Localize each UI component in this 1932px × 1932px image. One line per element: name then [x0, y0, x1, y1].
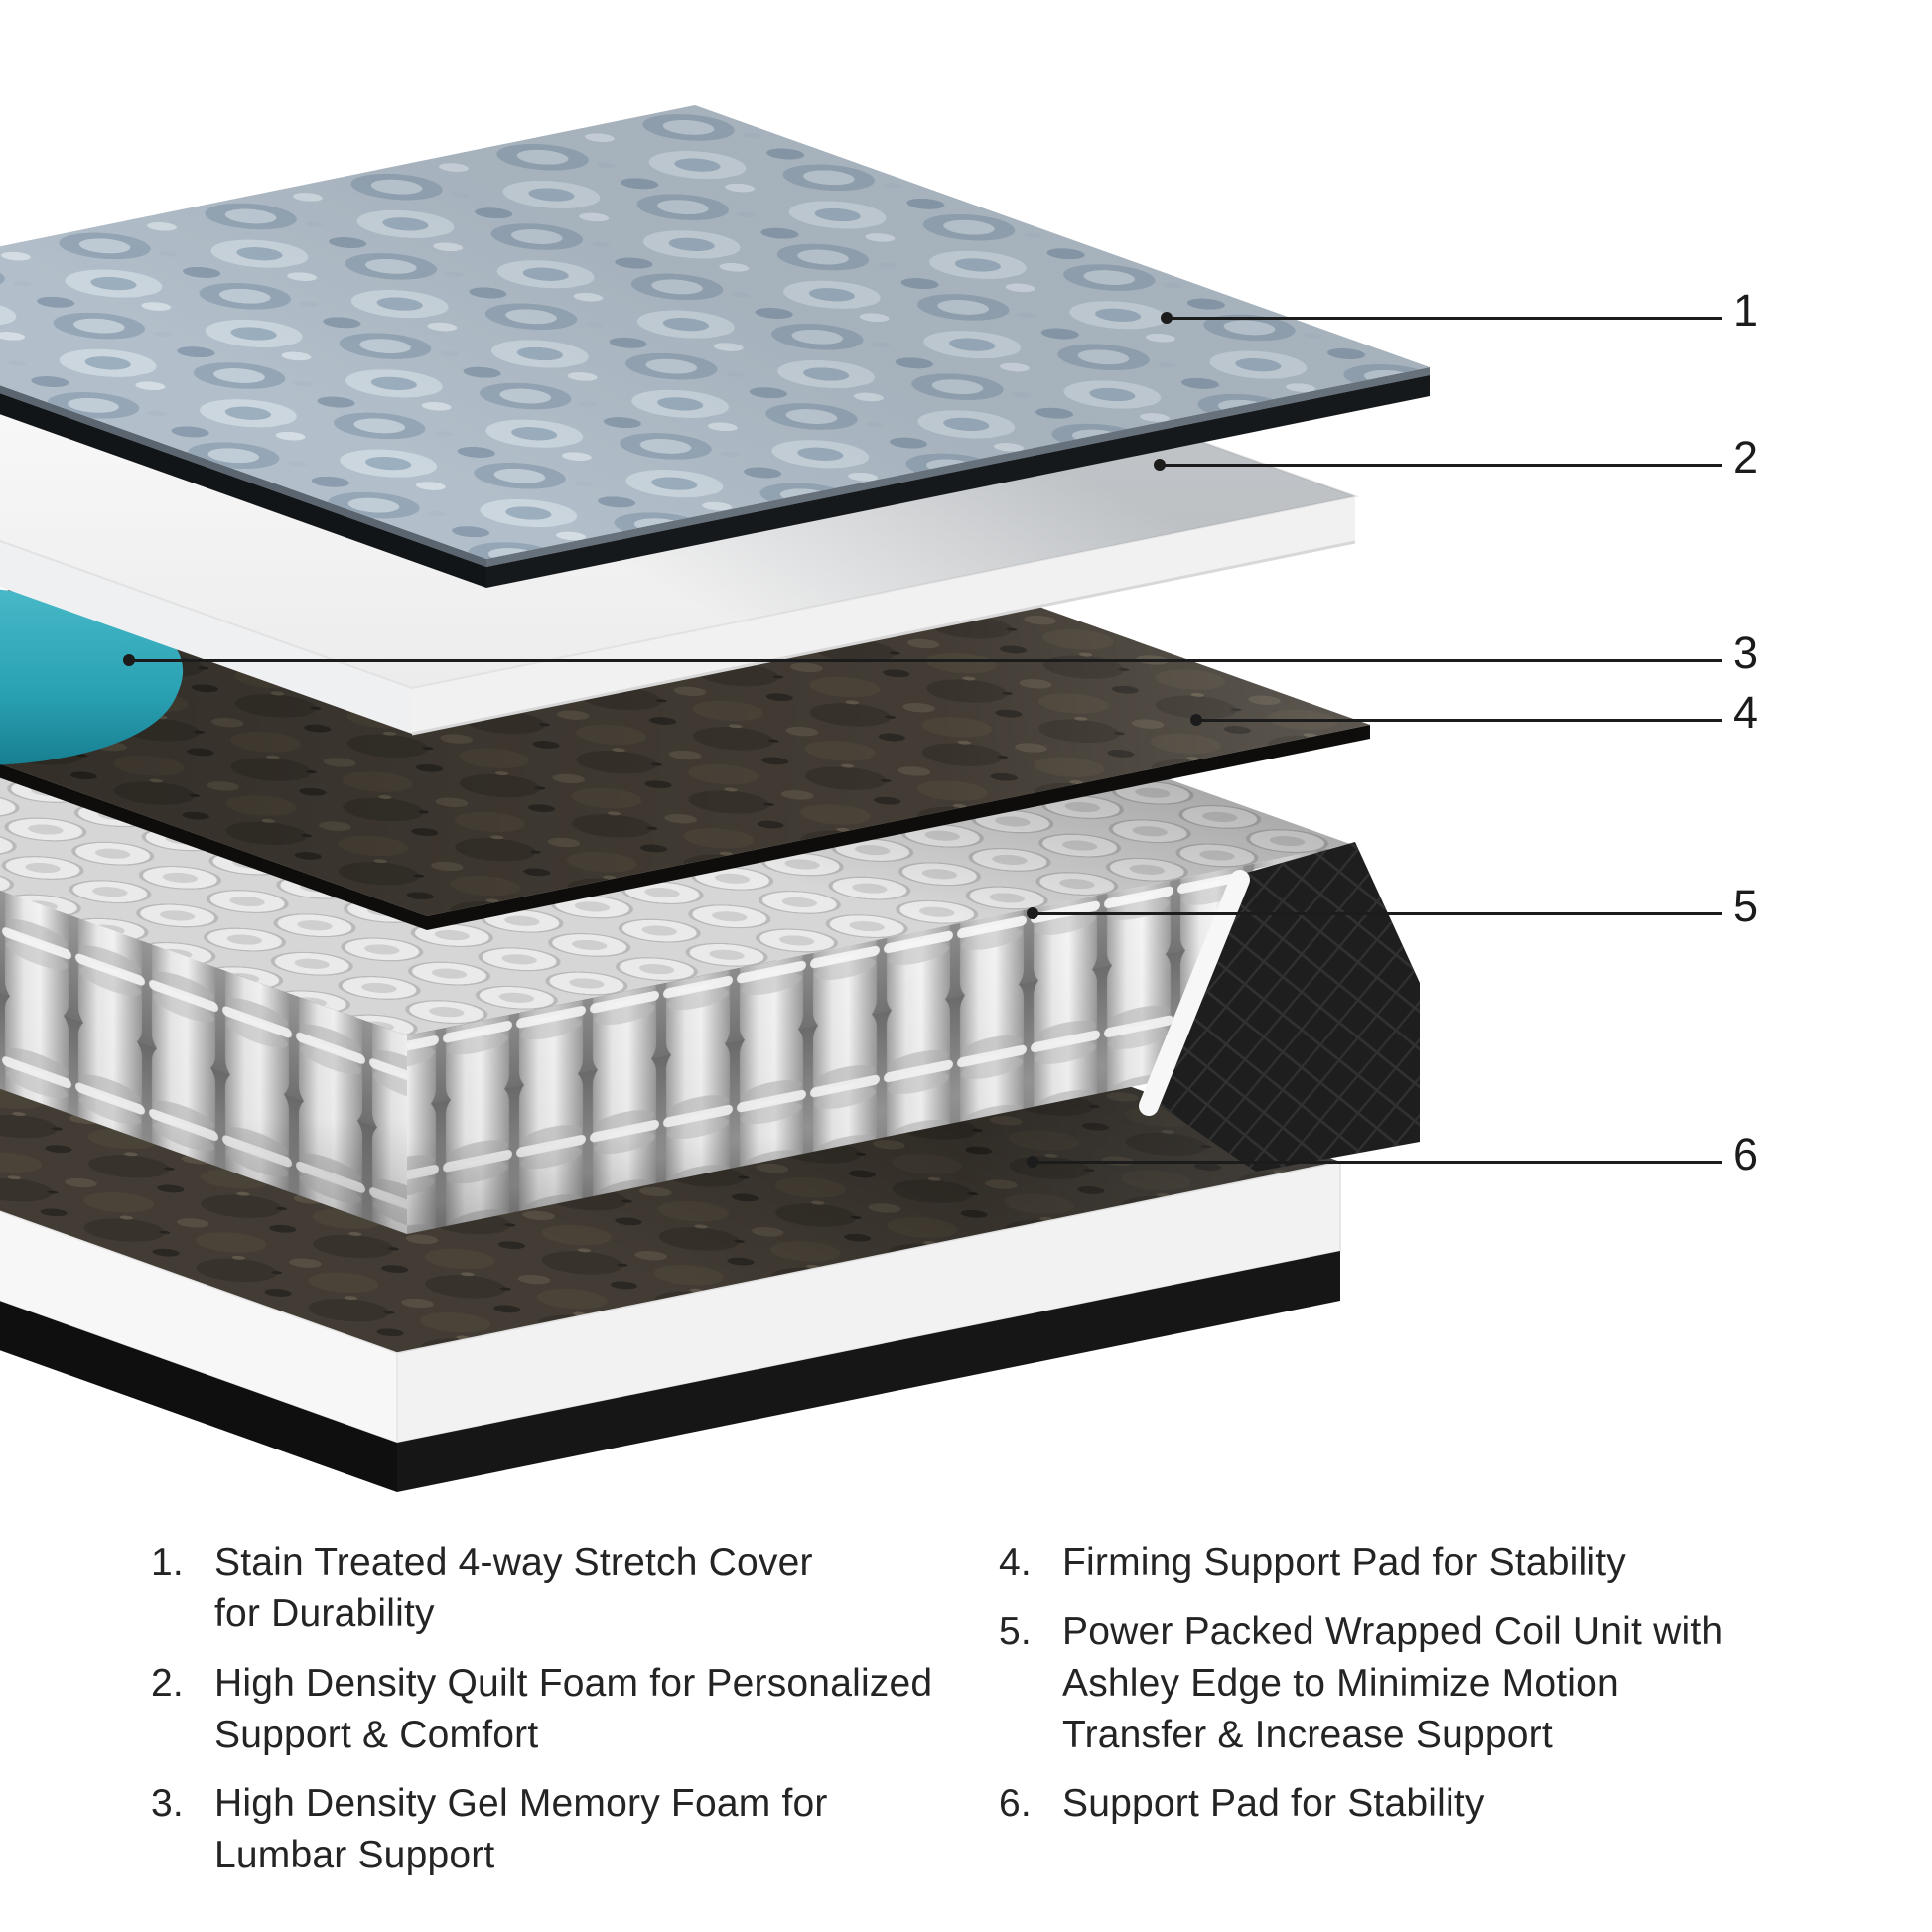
callout-line-6 — [1033, 1161, 1722, 1164]
callout-number-5: 5 — [1733, 881, 1760, 931]
legend-item-1-number: 1. — [151, 1541, 184, 1584]
edge-wedge-white-band — [1139, 870, 1250, 1116]
callout-line-5 — [1033, 912, 1722, 915]
callout-line-1 — [1167, 317, 1722, 320]
edge-support-wedge — [1139, 842, 1420, 1172]
cover-tape-edge-left — [0, 393, 486, 588]
legend-item-6-number: 6. — [999, 1782, 1032, 1826]
firming-pad-edge-right — [427, 725, 1370, 930]
cover-fabric-wrap-left — [0, 385, 486, 567]
legend-item-4-number: 4. — [999, 1541, 1032, 1584]
legend-item-6-text: Support Pad for Stability — [1062, 1782, 1485, 1826]
legend-item-2-number: 2. — [151, 1661, 184, 1705]
legend-item-1: 1. Stain Treated 4-way Stretch Cover for… — [151, 1537, 985, 1640]
legend-item-3-text: High Density Gel Memory Foam for Lumbar … — [214, 1782, 828, 1877]
base-cover-side-right — [397, 1251, 1340, 1492]
layer-1-stretch-cover — [0, 105, 1430, 588]
callout-number-2: 2 — [1733, 432, 1760, 483]
legend-item-4: 4. Firming Support Pad for Stability — [999, 1537, 1793, 1588]
cover-tape-edge-right — [486, 375, 1430, 588]
callout-number-3: 3 — [1733, 627, 1760, 678]
callout-number-4: 4 — [1733, 687, 1760, 738]
legend-item-5-text: Power Packed Wrapped Coil Unit with Ashl… — [1062, 1609, 1724, 1756]
legend-item-5: 5. Power Packed Wrapped Coil Unit with A… — [999, 1606, 1793, 1761]
legend-item-4-text: Firming Support Pad for Stability — [1062, 1541, 1627, 1584]
cover-fabric-wrap-right — [486, 367, 1430, 567]
callout-line-3 — [129, 659, 1722, 662]
legend-item-5-number: 5. — [999, 1609, 1032, 1653]
legend-column-right: 4. Firming Support Pad for Stability 5. … — [999, 1537, 1793, 1848]
legend-item-2-text: High Density Quilt Foam for Personalized… — [214, 1661, 933, 1756]
callout-number-6: 6 — [1733, 1129, 1760, 1179]
callout-line-2 — [1160, 464, 1722, 467]
legend-item-3: 3. High Density Gel Memory Foam for Lumb… — [151, 1778, 985, 1881]
callout-number-1: 1 — [1733, 285, 1760, 336]
legend-item-1-text: Stain Treated 4-way Stretch Cover for Du… — [214, 1541, 813, 1635]
legend-item-3-number: 3. — [151, 1782, 184, 1826]
firming-pad-edge-left — [0, 763, 427, 930]
callout-line-4 — [1196, 719, 1722, 722]
quilt-foam-side-left — [0, 540, 412, 734]
legend-item-6: 6. Support Pad for Stability — [999, 1778, 1793, 1830]
quilt-foam-side-right — [412, 496, 1355, 734]
legend-column-left: 1. Stain Treated 4-way Stretch Cover for… — [151, 1537, 985, 1899]
legend-item-2: 2. High Density Quilt Foam for Personali… — [151, 1658, 985, 1761]
base-cover-side-left — [0, 1301, 397, 1492]
